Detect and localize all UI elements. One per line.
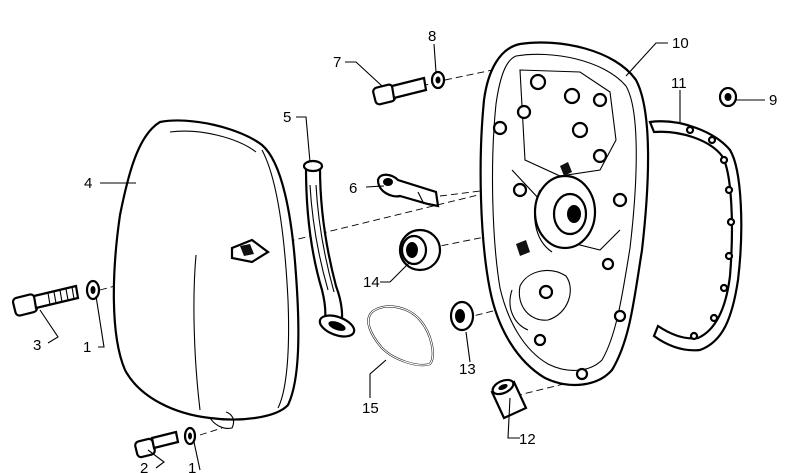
- callout-9: 9: [769, 92, 777, 109]
- washer-part-1-lower[interactable]: [183, 426, 197, 446]
- callout-1-bottom: 1: [188, 460, 196, 473]
- housing-cover-part-10[interactable]: [479, 41, 650, 386]
- callout-11: 11: [671, 75, 687, 92]
- bolt-part-2[interactable]: [134, 430, 180, 459]
- leader-lines: [39, 42, 765, 471]
- callout-10: 10: [672, 35, 689, 52]
- bolt-part-3[interactable]: [11, 284, 80, 317]
- clamp-part-6[interactable]: [376, 173, 440, 208]
- callout-labels: 4 3 1 2 1 5 6 7 8 9 10 11 12 13 14 15: [33, 28, 777, 473]
- callout-13: 13: [459, 361, 476, 378]
- callout-5: 5: [283, 109, 291, 126]
- washer-part-8[interactable]: [430, 70, 446, 90]
- bolt-part-7[interactable]: [372, 76, 428, 106]
- callout-2: 2: [140, 460, 148, 473]
- callout-1-left: 1: [83, 339, 91, 356]
- callout-14: 14: [363, 274, 380, 291]
- callout-6: 6: [349, 180, 357, 197]
- callout-8: 8: [428, 28, 436, 45]
- breather-hose-part-5[interactable]: [302, 159, 357, 341]
- callout-12: 12: [519, 431, 536, 448]
- outer-cover-part-4[interactable]: [112, 119, 300, 429]
- washer-part-1[interactable]: [85, 279, 101, 301]
- sleeve-part-12[interactable]: [490, 377, 528, 420]
- o-ring-part-15[interactable]: [367, 305, 434, 367]
- gasket-part-11[interactable]: [648, 120, 743, 352]
- bushing-part-13[interactable]: [449, 300, 475, 332]
- seal-part-14[interactable]: [398, 228, 442, 272]
- callout-7: 7: [333, 54, 341, 71]
- callout-15: 15: [362, 400, 379, 417]
- callout-3: 3: [33, 337, 41, 354]
- callout-4: 4: [84, 175, 92, 192]
- washer-part-9[interactable]: [718, 86, 738, 108]
